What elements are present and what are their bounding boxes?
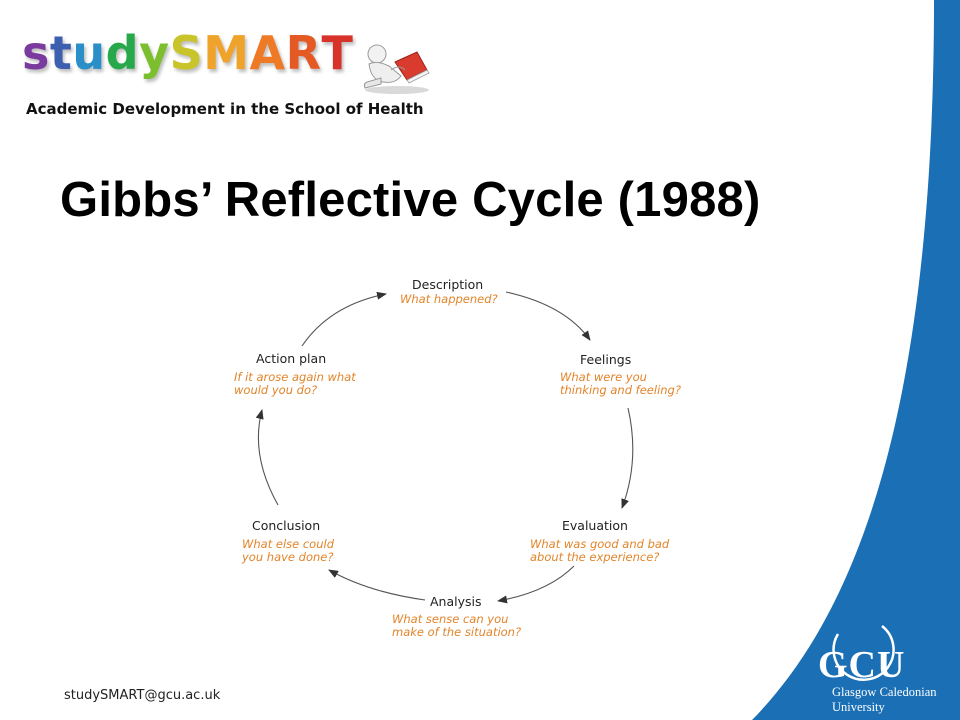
gcu-abbreviation: GCU (818, 644, 906, 686)
logo-letter: t (49, 26, 73, 80)
stage-analysis-question-1: What sense can you (392, 612, 508, 626)
slide-title: Gibbs’ Reflective Cycle (1988) (60, 173, 761, 227)
stage-action-plan-question-2: would you do? (234, 383, 317, 397)
stage-analysis-title: Analysis (430, 594, 482, 609)
arrow-description-feelings (505, 291, 591, 341)
gcu-logo: GCU Glasgow Caledonian University (818, 646, 937, 714)
arrow-conclusion-action (255, 409, 279, 506)
gcu-name-line-1: Glasgow Caledonian (832, 685, 937, 699)
stage-evaluation-title: Evaluation (562, 518, 628, 533)
logo-letter: s (22, 26, 50, 80)
logo-letter: T (321, 26, 354, 80)
footer-email[interactable]: studySMART@gcu.ac.uk (64, 688, 221, 703)
logo-letter: u (72, 26, 106, 80)
studysmart-logo: studySMART (22, 30, 353, 76)
logo-letter: R (285, 26, 322, 80)
stage-conclusion-question-2: you have done? (241, 550, 333, 564)
gcu-name-line-2: University (832, 700, 885, 714)
reading-figure-icon (363, 44, 430, 94)
logo-letter: d (105, 26, 140, 80)
stage-conclusion-question-1: What else could (242, 537, 335, 551)
logo-letter: M (203, 26, 250, 80)
stage-evaluation-question-1: What was good and bad (530, 537, 670, 551)
stage-analysis-question-2: make of the situation? (392, 625, 521, 639)
stage-description-title: Description (412, 277, 483, 292)
stage-description-question: What happened? (400, 292, 498, 306)
stage-feelings-title: Feelings (580, 352, 631, 367)
logo-letter: y (139, 26, 170, 80)
logo-letter: A (249, 26, 286, 80)
header-subtitle: Academic Development in the School of He… (26, 100, 424, 118)
stage-feelings-question-2: thinking and feeling? (560, 383, 681, 397)
stage-evaluation-question-2: about the experience? (530, 550, 659, 564)
arrow-evaluation-analysis (497, 565, 575, 604)
arrow-action-description (301, 291, 387, 347)
stage-action-plan-title: Action plan (256, 351, 326, 366)
arrow-analysis-conclusion (328, 569, 426, 601)
stage-conclusion-title: Conclusion (252, 518, 320, 533)
arrow-feelings-evaluation (621, 407, 634, 509)
logo-letter: S (169, 26, 204, 80)
stage-action-plan-question-1: If it arose again what (234, 370, 356, 384)
stage-feelings-question-1: What were you (560, 370, 647, 384)
